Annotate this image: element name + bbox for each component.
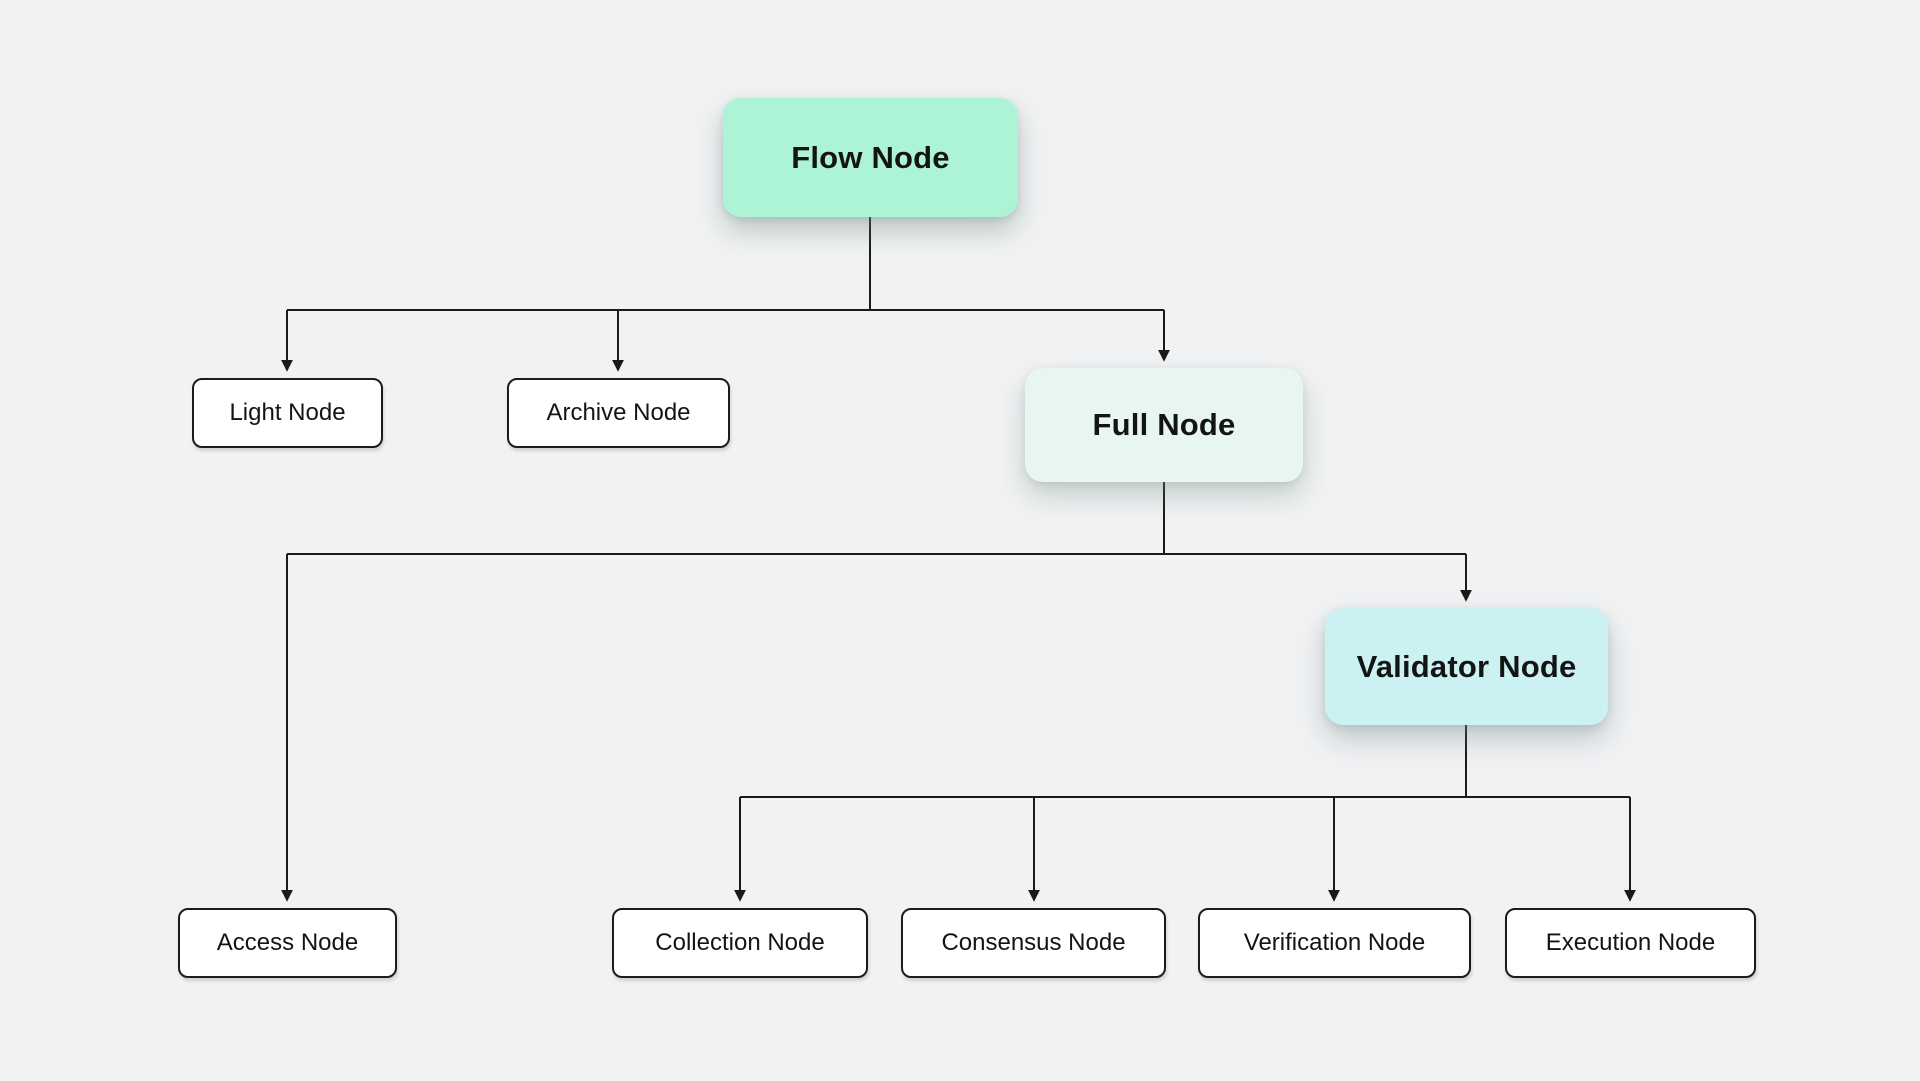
node-execution[interactable]: Execution Node bbox=[1505, 908, 1756, 978]
node-flow-label: Flow Node bbox=[791, 139, 950, 175]
node-archive-label: Archive Node bbox=[546, 399, 691, 426]
node-flow[interactable]: Flow Node bbox=[723, 98, 1018, 217]
node-validator-label: Validator Node bbox=[1356, 648, 1577, 684]
node-consensus-label: Consensus Node bbox=[941, 929, 1126, 956]
node-access[interactable]: Access Node bbox=[178, 908, 397, 978]
node-verification-label: Verification Node bbox=[1243, 929, 1426, 956]
node-collection-label: Collection Node bbox=[655, 929, 825, 956]
node-consensus[interactable]: Consensus Node bbox=[901, 908, 1166, 978]
node-collection[interactable]: Collection Node bbox=[612, 908, 868, 978]
node-light-label: Light Node bbox=[229, 399, 346, 426]
node-access-label: Access Node bbox=[216, 929, 359, 956]
node-full-label: Full Node bbox=[1092, 407, 1236, 442]
node-execution-label: Execution Node bbox=[1545, 929, 1716, 956]
node-validator[interactable]: Validator Node bbox=[1325, 608, 1608, 725]
node-light[interactable]: Light Node bbox=[192, 378, 383, 448]
node-archive[interactable]: Archive Node bbox=[507, 378, 730, 448]
node-full[interactable]: Full Node bbox=[1025, 368, 1303, 482]
node-verification[interactable]: Verification Node bbox=[1198, 908, 1471, 978]
